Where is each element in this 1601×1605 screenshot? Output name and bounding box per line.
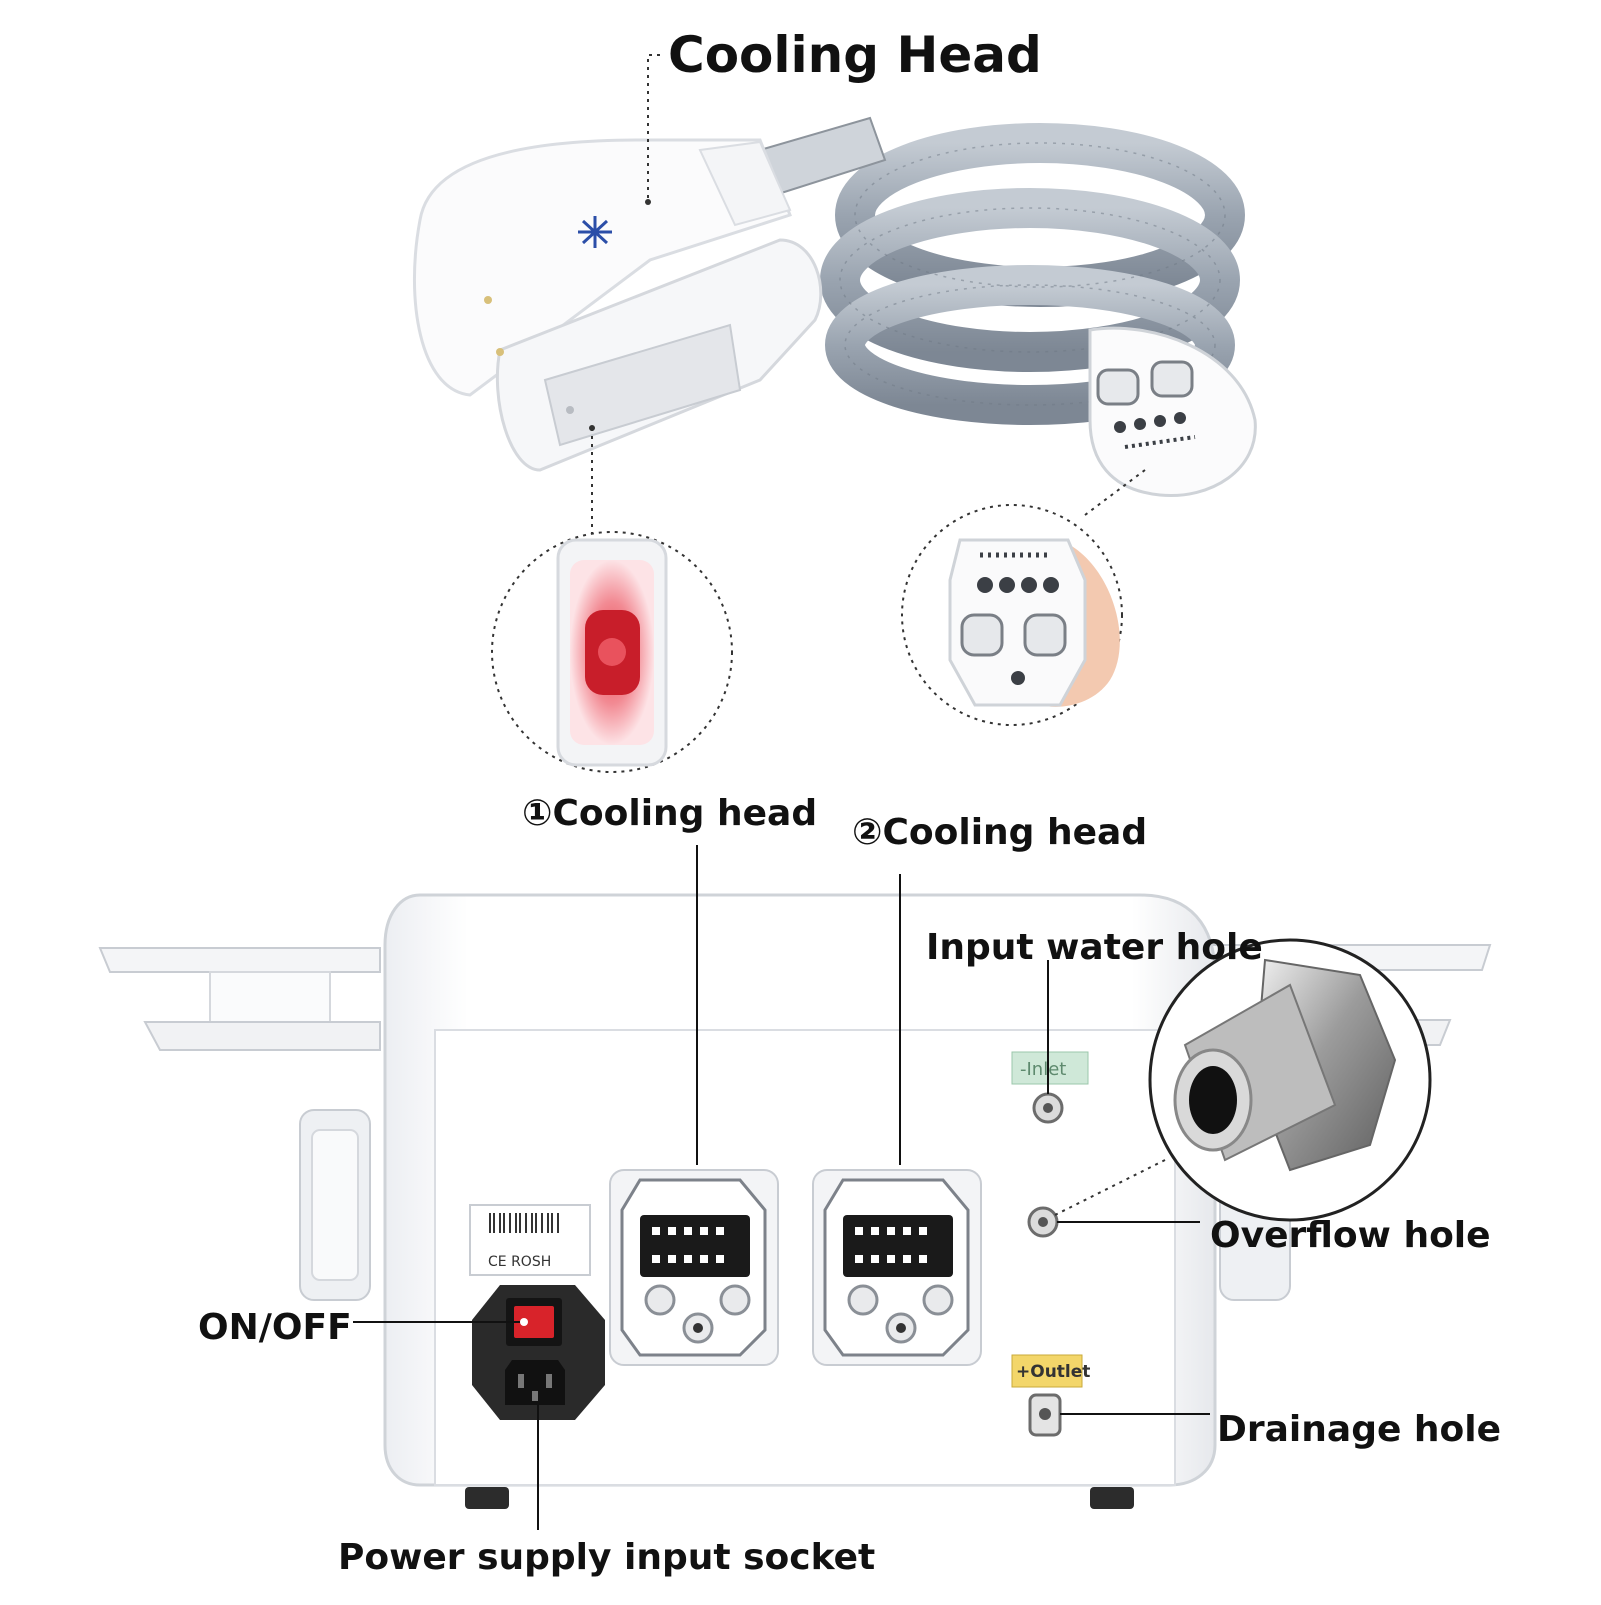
label-drainage-hole: Drainage hole xyxy=(1217,1409,1502,1450)
cooling-head-port-2[interactable] xyxy=(812,1169,982,1366)
zoom-circle-water-fitting xyxy=(1148,938,1432,1222)
left-tray xyxy=(98,947,381,1051)
on-off-switch[interactable] xyxy=(514,1306,554,1338)
cooling-head-handpiece xyxy=(412,116,1257,498)
outlet-tag-text: +Outlet xyxy=(1016,1362,1090,1382)
snowflake-icon xyxy=(578,216,612,248)
label-cooling-head-2: ②Cooling head xyxy=(852,812,1148,853)
label-input-water-hole: Input water hole xyxy=(926,927,1263,968)
certification-label: CE ROSH xyxy=(469,1204,591,1276)
cert-text: CE ROSH xyxy=(488,1254,551,1270)
power-module xyxy=(472,1285,605,1420)
zoom-circle-connector-face xyxy=(901,504,1123,726)
left-handle-holder xyxy=(299,1109,371,1301)
outlet-fitting[interactable]: +Outlet xyxy=(1011,1354,1090,1437)
label-overflow-hole: Overflow hole xyxy=(1210,1215,1491,1256)
zoom-circle-applicator-plate xyxy=(491,531,733,773)
label-power-socket: Power supply input socket xyxy=(338,1537,876,1578)
top-leader-lines xyxy=(591,54,1146,545)
diagram-title: Cooling Head xyxy=(668,26,1042,84)
inlet-fitting[interactable]: -Inlet xyxy=(1011,1051,1089,1124)
overflow-fitting[interactable] xyxy=(1027,1206,1059,1238)
machine-unit: CE ROSH xyxy=(98,893,1492,1509)
cooling-head-port-1[interactable] xyxy=(609,1169,779,1366)
hose-connector-plug xyxy=(1088,326,1257,498)
inlet-tag-text: -Inlet xyxy=(1020,1059,1066,1080)
label-cooling-head-1: ①Cooling head xyxy=(522,793,818,834)
label-on-off: ON/OFF xyxy=(198,1307,352,1348)
bottom-leader-lines xyxy=(353,845,1210,1530)
